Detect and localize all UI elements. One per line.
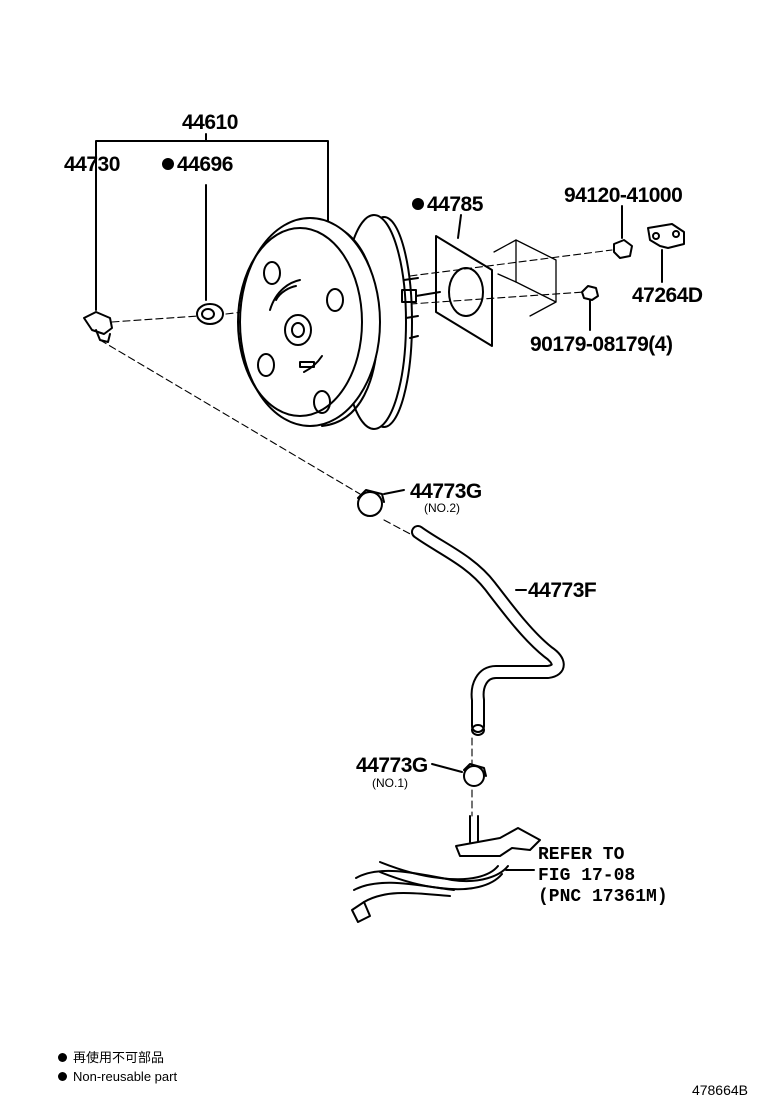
label-nut-lower: 90179-08179(4) [530,333,673,356]
label-bracket: 47264D [632,284,703,307]
refer-line-2: FIG 17-08 [538,866,636,886]
label-clamp-no2-sub: (NO.2) [424,501,460,515]
figure-number: 478664B [691,1082,748,1098]
nut-upper [613,205,633,259]
label-gasket: 44785 [412,194,483,215]
clamp-no2 [357,489,405,517]
bracket-47264d [647,223,685,283]
grommet [196,303,224,325]
brake-booster [237,214,413,430]
label-hose: 44773F [528,579,597,602]
vacuum-hose [411,525,565,736]
check-valve [83,311,113,343]
label-clamp-no1-sub: (NO.1) [372,776,408,790]
mounting-frame [493,239,557,317]
label-clamp-no1: 44773G [356,754,428,777]
label-check-valve: 44730 [64,153,120,176]
label-grommet: 44696 [162,154,233,175]
non-reusable-dot-icon [162,158,174,170]
label-clamp-no2: 44773G [410,480,482,503]
gasket-plate [435,214,493,347]
non-reusable-dot-icon [412,198,424,210]
legend-jp: 再使用不可部品 [58,1051,164,1064]
booster-rear-studs [401,277,441,339]
booster-assy-bracket-lines [95,133,329,311]
clamp-no1 [431,763,487,787]
label-booster-assy: 44610 [182,111,238,134]
refer-line-3: (PNC 17361M) [538,887,668,907]
label-nut-upper: 94120-41000 [564,184,683,207]
legend-en: Non-reusable part [58,1070,177,1083]
refer-line-1: REFER TO [538,845,625,865]
legend-dot-icon [58,1072,67,1081]
legend-dot-icon [58,1053,67,1062]
nut-lower [581,285,599,331]
vacuum-pipe [351,815,541,923]
